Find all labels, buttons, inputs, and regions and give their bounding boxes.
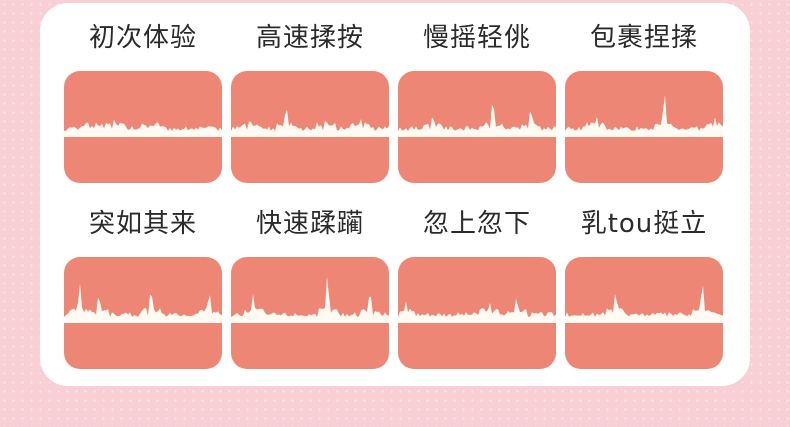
modes-grid: 初次体验 高速揉按 慢摇轻佻 包裹捏揉 突如其来 快速蹂躏 忽上忽下 乳tou挺… xyxy=(64,14,724,386)
waveform-line xyxy=(398,298,556,323)
waveform-graphic xyxy=(64,283,222,323)
mode-option-3[interactable]: 慢摇轻佻 xyxy=(398,14,556,200)
mode-option-8[interactable]: 乳tou挺立 xyxy=(565,200,723,386)
mode-label: 快速蹂躏 xyxy=(255,209,364,239)
mode-option-5[interactable]: 突如其来 xyxy=(64,200,222,386)
waveform-graphic xyxy=(231,276,389,323)
waveform-line xyxy=(565,95,723,137)
mode-label: 慢摇轻佻 xyxy=(422,23,531,53)
waveform-card[interactable] xyxy=(565,257,723,369)
waveform-graphic xyxy=(565,285,723,323)
waveform-graphic xyxy=(565,95,723,137)
waveform-card[interactable] xyxy=(398,71,556,183)
waveform-line xyxy=(231,109,389,137)
waveform-graphic xyxy=(64,119,222,137)
mode-option-1[interactable]: 初次体验 xyxy=(64,14,222,200)
mode-label: 包裹捏揉 xyxy=(589,23,698,53)
waveform-card[interactable] xyxy=(231,257,389,369)
waveform-graphic xyxy=(231,109,389,137)
waveform-card[interactable] xyxy=(231,71,389,183)
waveform-card[interactable] xyxy=(565,71,723,183)
waveform-graphic xyxy=(398,104,556,137)
mode-option-6[interactable]: 快速蹂躏 xyxy=(231,200,389,386)
waveform-line xyxy=(64,119,222,137)
waveform-card[interactable] xyxy=(398,257,556,369)
mode-option-2[interactable]: 高速揉按 xyxy=(231,14,389,200)
waveform-line xyxy=(565,285,723,323)
mode-label: 忽上忽下 xyxy=(422,209,531,239)
mode-label: 突如其来 xyxy=(88,209,197,239)
waveform-line xyxy=(231,276,389,323)
waveform-card[interactable] xyxy=(64,257,222,369)
waveform-line xyxy=(398,104,556,137)
waveform-graphic xyxy=(398,298,556,323)
mode-option-7[interactable]: 忽上忽下 xyxy=(398,200,556,386)
waveform-line xyxy=(64,283,222,323)
mode-label: 初次体验 xyxy=(88,23,197,53)
mode-label: 高速揉按 xyxy=(255,23,364,53)
mode-label: 乳tou挺立 xyxy=(580,209,708,239)
waveform-card[interactable] xyxy=(64,71,222,183)
mode-option-4[interactable]: 包裹捏揉 xyxy=(565,14,723,200)
